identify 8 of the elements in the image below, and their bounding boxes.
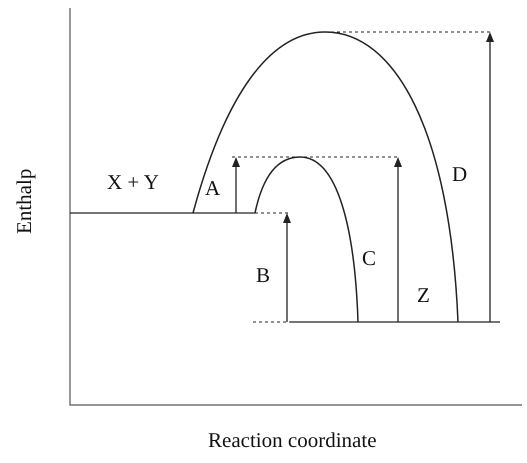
curve-label: B xyxy=(256,265,270,286)
product-label: Z xyxy=(417,285,430,306)
axis-title: Enthalp xyxy=(14,168,35,234)
curve-label: D xyxy=(452,164,468,185)
curve-label: C xyxy=(362,248,376,269)
reactant-label: X + Y xyxy=(107,172,159,193)
curve-label: A xyxy=(205,178,220,199)
axis-title: Reaction coordinate xyxy=(208,430,377,451)
